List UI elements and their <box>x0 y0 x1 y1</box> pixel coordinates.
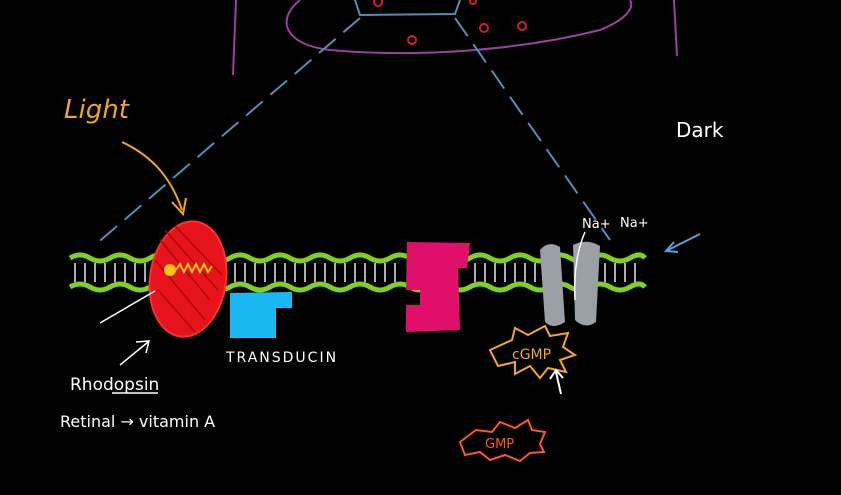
retinal-molecule <box>164 264 176 276</box>
light-label: Light <box>64 95 130 125</box>
cgmp-up-arrow <box>549 368 564 395</box>
rhodopsin-label-arrow <box>119 340 150 366</box>
transducin-label: TRANSDUCIN <box>225 350 338 366</box>
cgmp-gated-channel <box>540 241 600 326</box>
zoom-line-left <box>94 17 361 246</box>
dark-arrowhead <box>663 241 679 253</box>
light-arrow <box>121 141 183 211</box>
rhodopsin-protein <box>148 220 228 338</box>
cell-outline-inner <box>354 0 461 17</box>
cell-outline-outer <box>232 0 237 76</box>
cgmp-star-shape <box>488 324 578 380</box>
rhodopsin-pointer-line <box>99 290 156 324</box>
cgmp-label: cGMP <box>512 347 551 363</box>
cell-outline-loop <box>285 0 633 55</box>
na-label-2: Na+ <box>620 216 649 231</box>
rhodopsin-label: Rhodopsin <box>70 375 159 395</box>
zoom-lines <box>94 17 611 246</box>
cell-outline-right <box>673 0 678 57</box>
na-path-line <box>573 231 586 301</box>
na-label-1: Na+ <box>582 217 611 232</box>
zoom-line-right <box>454 17 611 241</box>
dark-label: Dark <box>676 118 724 142</box>
gmp-label: GMP <box>485 437 514 452</box>
dark-arrow <box>667 233 701 251</box>
red-dots <box>373 0 527 45</box>
retinal-vitamin-a-label: Retinal → vitamin A <box>60 412 215 431</box>
light-arrowhead <box>171 197 187 217</box>
retinal-chain <box>175 261 213 275</box>
channel-right-subunit <box>573 241 600 326</box>
gmp-star-shape <box>458 418 547 463</box>
rhodopsin-body <box>148 220 228 338</box>
channel-left-subunit <box>540 244 565 326</box>
cell-outline-sketch <box>232 0 678 76</box>
phosphodiesterase-protein <box>406 242 470 332</box>
transducin-protein <box>230 292 292 338</box>
